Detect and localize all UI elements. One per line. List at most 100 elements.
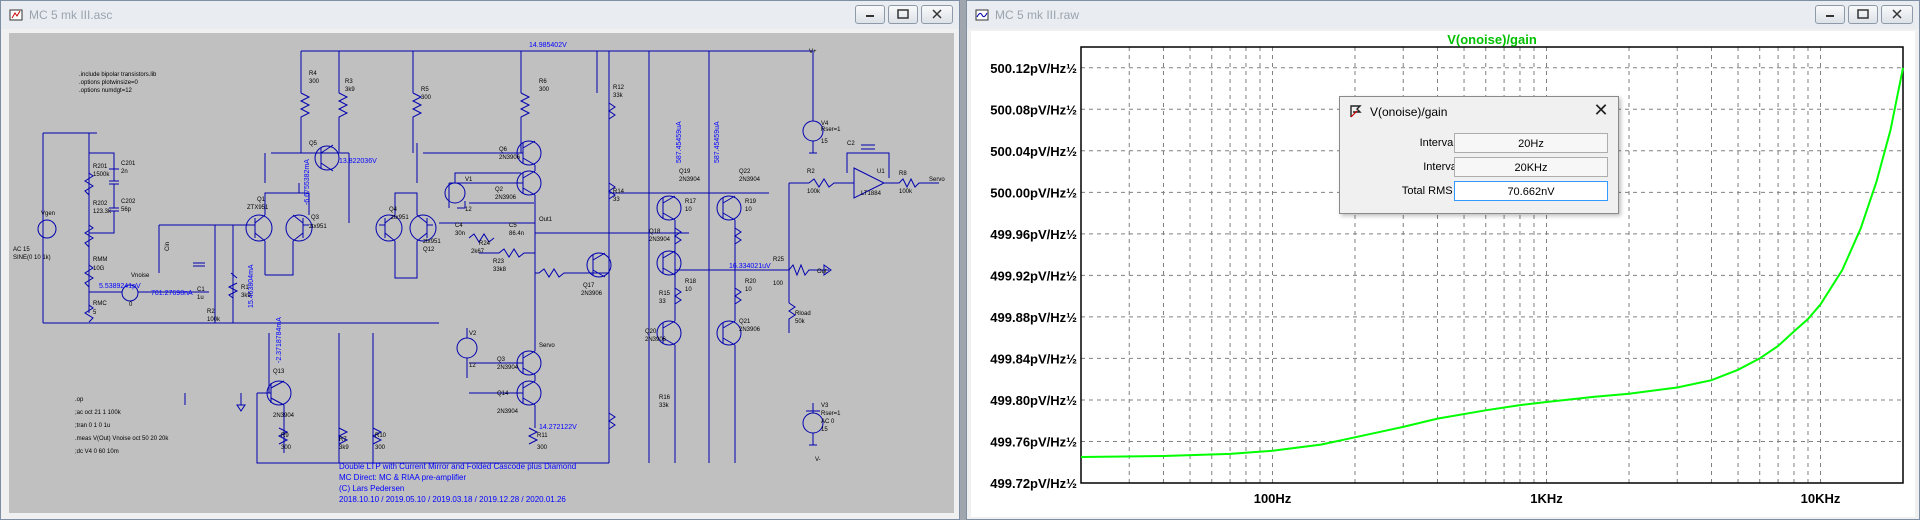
schematic-title: MC 5 mk III.asc <box>29 8 113 22</box>
label-r14: R14 <box>613 189 625 195</box>
value-r10: 300 <box>375 445 386 451</box>
caption-line-3: (C) Lars Pedersen <box>339 484 404 493</box>
value-c1: 1u <box>197 295 204 301</box>
schematic-window: MC 5 mk III.asc <box>0 0 960 520</box>
node-voltage-10: 16.334021uV <box>729 263 771 270</box>
trace-label[interactable]: V(onoise)/gain <box>1447 32 1537 47</box>
label-r4: R4 <box>309 71 317 77</box>
close-button[interactable] <box>1881 5 1913 24</box>
value-r18: 10 <box>685 287 692 293</box>
y-tick-label: 499.96pV/Hz½ <box>990 227 1077 242</box>
value-c4: 30n <box>455 231 465 237</box>
maximize-button[interactable] <box>1848 5 1878 24</box>
label-v3: V3 <box>821 403 829 409</box>
minimize-button[interactable] <box>1815 5 1845 24</box>
dialog-close-button[interactable]: ✕ <box>1593 100 1609 120</box>
plot-titlebar[interactable]: MC 5 mk III.raw <box>967 1 1919 29</box>
value-r3: 3k9 <box>345 87 355 93</box>
value-vnoise: 0 <box>129 302 133 308</box>
label-r11: R11 <box>537 433 548 439</box>
label-r8: R8 <box>899 171 907 177</box>
caption-line-1: Double LTP with Current Mirror and Folde… <box>339 462 576 471</box>
label-c5: C5 <box>509 223 517 229</box>
label-r2: R2 <box>207 309 215 315</box>
label-q19: Q19 <box>679 169 691 175</box>
label-rmm: RMM <box>93 257 107 263</box>
label-q6: Q6 <box>499 147 508 153</box>
label-rmc: RMC <box>93 301 107 307</box>
label-c1: C1 <box>197 287 205 293</box>
label-r24: R24 <box>479 241 491 247</box>
schematic-titlebar[interactable]: MC 5 mk III.asc <box>1 1 959 29</box>
minimize-icon <box>1826 15 1834 17</box>
schematic-canvas[interactable]: 14.985402V 13.822036V -6.6755382mA 15.46… <box>9 33 954 513</box>
label-q2: Q2 <box>495 187 504 193</box>
label-q21: Q21 <box>739 319 751 325</box>
value-r25: 100 <box>773 281 784 287</box>
value-v3: 15 <box>821 427 828 433</box>
label-r16: R16 <box>659 395 671 401</box>
caption-line-2: MC Direct: MC & RIAA pre-amplifier <box>339 473 466 482</box>
label-r1: R1 <box>241 285 249 291</box>
y-tick-label: 499.76pV/Hz½ <box>990 434 1077 449</box>
interval-end-row: Interval End: 20KHz <box>1348 157 1610 179</box>
label-v2: V2 <box>469 331 477 337</box>
label-r9: R9 <box>281 433 289 439</box>
interval-end-field[interactable]: 20KHz <box>1454 157 1608 177</box>
x-tick-label: 1KHz <box>1530 491 1563 506</box>
label-v4: V4 <box>821 121 829 127</box>
value-rmc: 5 <box>93 310 97 316</box>
value-r9: 300 <box>281 445 292 451</box>
restore-icon <box>897 9 909 19</box>
label-out1: Out1 <box>539 217 553 223</box>
minimize-button[interactable] <box>855 5 885 24</box>
value-v4: 15 <box>821 139 828 145</box>
y-tick-label: 500.00pV/Hz½ <box>990 185 1077 200</box>
y-tick-label: 500.08pV/Hz½ <box>990 102 1077 117</box>
value-r2: 100k <box>207 317 221 323</box>
node-current-3: -6.6755382mA <box>304 159 311 205</box>
node-voltage-11: 14.272122V <box>539 424 577 431</box>
close-button[interactable] <box>921 5 953 24</box>
source-ac: AC 15 <box>13 247 30 253</box>
label-r201: R201 <box>93 164 108 170</box>
node-current-7: 701.27698nA <box>151 290 193 297</box>
type-q4: ztx951 <box>391 215 409 221</box>
type-q19: 2N3904 <box>679 177 701 183</box>
node-current-8: 587.45459uA <box>676 121 683 163</box>
label-u1: U1 <box>877 169 885 175</box>
label-r2b: R2 <box>807 169 815 175</box>
maximize-button[interactable] <box>888 5 918 24</box>
value-r5: 300 <box>421 95 432 101</box>
node-voltage-1: 14.985402V <box>529 42 567 49</box>
label-q4: Q4 <box>389 207 398 213</box>
label-r6: R6 <box>539 79 547 85</box>
value-r4: 300 <box>309 79 320 85</box>
value-r12: 33k <box>613 93 624 99</box>
label-q1: Q1 <box>257 197 266 203</box>
ser-v4: Rser=1 <box>821 127 841 133</box>
label-q12: Q12 <box>423 247 435 253</box>
rms-noise-field[interactable]: 70.662nV <box>1454 181 1608 201</box>
y-tick-label: 499.72pV/Hz½ <box>990 476 1077 491</box>
sim-command: ;dc V4 0 60 10m <box>75 449 119 455</box>
value-r17: 10 <box>685 207 692 213</box>
caption-line-4: 2018.10.10 / 2019.05.10 / 2019.03.18 / 2… <box>339 495 566 504</box>
type-q3b: 2N3904 <box>497 365 519 371</box>
plot-frame <box>1080 46 1904 484</box>
value-r6: 300 <box>539 87 550 93</box>
x-tick-label: 10KHz <box>1801 491 1841 506</box>
value-r24: 2k67 <box>471 249 485 255</box>
label-vplus: V+ <box>809 49 817 55</box>
y-tick-label: 499.92pV/Hz½ <box>990 268 1077 283</box>
value-r19: 10 <box>745 207 752 213</box>
value-v1: 12 <box>465 207 472 213</box>
type-q13: 2N3904 <box>273 413 295 419</box>
label-c201: C201 <box>121 161 136 167</box>
source-sine: SINE(0 10 1k) <box>13 255 51 261</box>
plot-window: MC 5 mk III.raw 499.72pV/Hz½ 499.76pV/Hz½… <box>966 0 1920 520</box>
interval-start-field[interactable]: 20Hz <box>1454 133 1608 153</box>
y-tick-label: 499.88pV/Hz½ <box>990 310 1077 325</box>
sim-command: ;ac oct 21 1 100k <box>75 410 122 416</box>
